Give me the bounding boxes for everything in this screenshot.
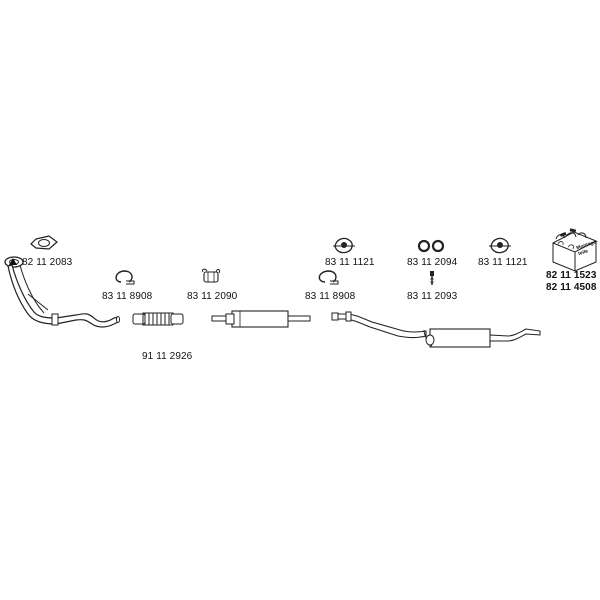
double-clamp-icon bbox=[202, 268, 221, 283]
part-number-mounting-kit-2: 82 11 4508 bbox=[546, 282, 597, 293]
gasket-icon bbox=[30, 235, 58, 250]
sealing-ring-pair-icon bbox=[417, 239, 445, 253]
rubber-hanger-icon bbox=[489, 237, 511, 254]
part-number-mounting-kit-1: 82 11 1523 bbox=[546, 270, 597, 281]
bolt-icon bbox=[430, 271, 434, 285]
part-number-clamp-flex: 83 11 2090 bbox=[187, 291, 238, 302]
part-number-rings-pair: 83 11 2094 bbox=[407, 257, 458, 268]
clamp-icon bbox=[115, 270, 135, 285]
part-number-hanger-mid: 83 11 1121 bbox=[325, 257, 375, 268]
mounting-kit-box-icon bbox=[552, 228, 597, 272]
part-number-bolt: 83 11 2093 bbox=[407, 291, 458, 302]
centre-silencer bbox=[211, 310, 311, 328]
part-number-hanger-rear: 83 11 1121 bbox=[478, 257, 528, 268]
part-number-clamp-mid: 83 11 8908 bbox=[305, 291, 356, 302]
rubber-hanger-icon bbox=[333, 237, 355, 254]
triangle-marker-icon bbox=[9, 258, 17, 265]
part-number-flex-pipe: 91 11 2926 bbox=[142, 351, 193, 362]
clamp-icon bbox=[318, 270, 339, 285]
rear-silencer-assembly bbox=[331, 311, 541, 348]
flex-pipe bbox=[132, 312, 184, 326]
part-number-gasket-front: 82 11 2083 bbox=[9, 257, 72, 268]
part-number-clamp-front: 83 11 8908 bbox=[102, 291, 153, 302]
